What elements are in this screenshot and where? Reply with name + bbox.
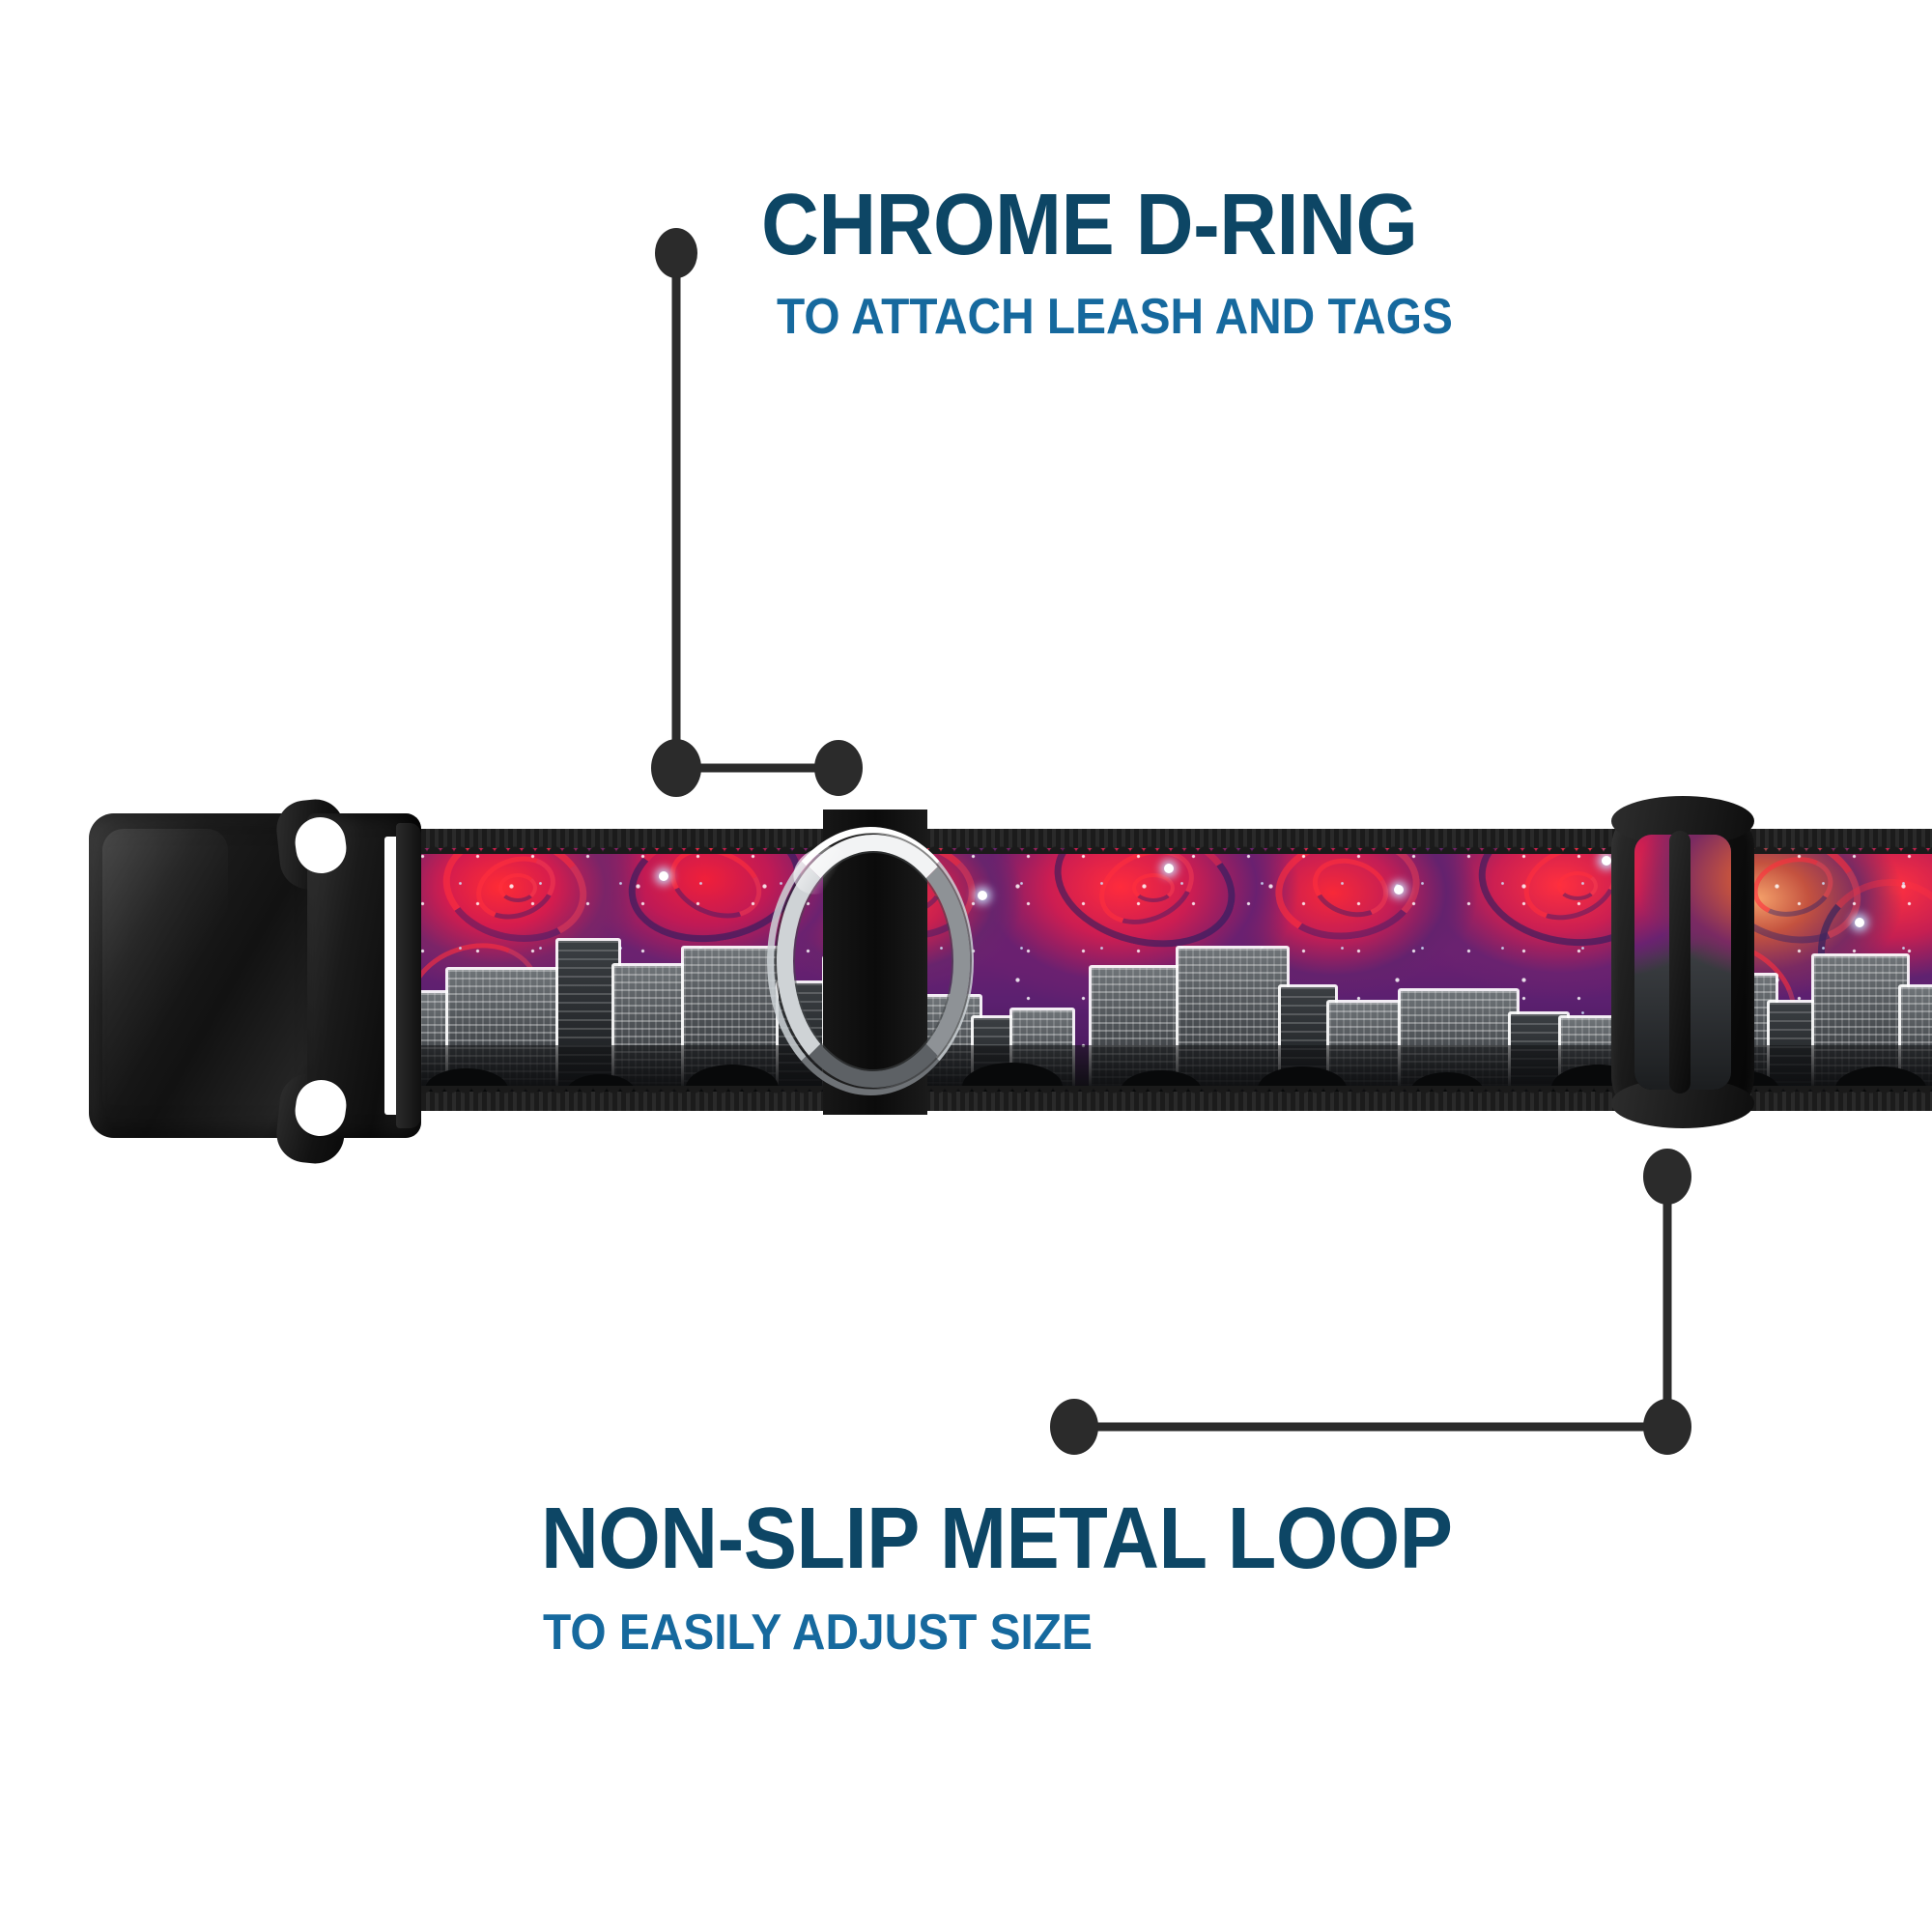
collar-pattern-star	[1855, 918, 1864, 927]
collar-edge-texture-top	[386, 842, 1932, 854]
collar-pattern-star	[978, 891, 987, 900]
callout-chrome-d-ring: CHROME D-RING TO ATTACH LEASH AND TAGS	[761, 182, 1512, 342]
collar-pattern-star	[1394, 885, 1404, 895]
callout-subline: TO EASILY ADJUST SIZE	[543, 1605, 1093, 1661]
side-release-buckle	[89, 784, 421, 1167]
collar-pattern-star	[659, 871, 668, 881]
collar-pattern-star	[1164, 864, 1174, 873]
non-slip-metal-loop-slider	[1611, 796, 1754, 1128]
callout-subline: TO ATTACH LEASH AND TAGS	[777, 289, 1453, 345]
collar-pattern-star	[1602, 856, 1611, 866]
callout-headline: NON-SLIP METAL LOOP	[541, 1491, 1453, 1587]
callout-headline: CHROME D-RING	[761, 177, 1418, 273]
chrome-d-ring	[759, 810, 987, 1115]
callout-non-slip-metal-loop: NON-SLIP METAL LOOP TO EASILY ADJUST SIZ…	[541, 1495, 1532, 1658]
